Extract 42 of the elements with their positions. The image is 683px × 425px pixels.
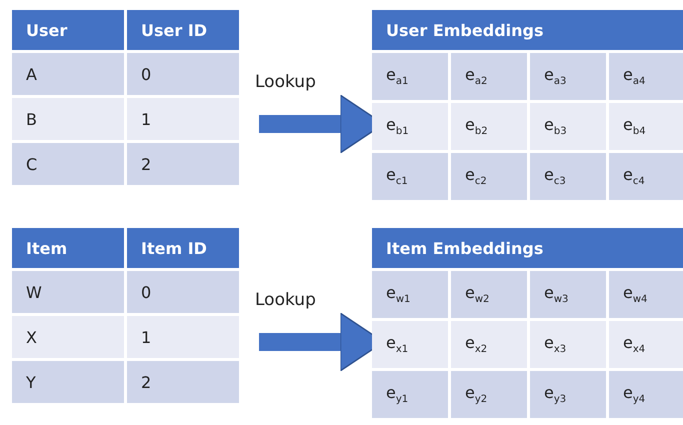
header-cell: User ID [127,10,239,50]
table-cell: B [12,98,124,140]
table-cell: e$_{x2}$ [451,321,527,368]
table-cell: e$_{b2}$ [451,103,527,150]
table-cell: e$_{c1}$ [372,153,448,200]
table-cell: e$_{x4}$ [609,321,683,368]
table-cell: 0 [127,53,239,95]
table-cell: e$_{b3}$ [530,103,606,150]
table-cell: e$_{b1}$ [372,103,448,150]
table-cell: 2 [127,361,239,403]
table-cell: e$_{x3}$ [530,321,606,368]
table-cell: e$_{y3}$ [530,371,606,418]
table-cell: e$_{c3}$ [530,153,606,200]
table-cell: e$_{y2}$ [451,371,527,418]
table-cell: e$_{y1}$ [372,371,448,418]
table-cell: X [12,316,124,358]
header-cell: Item [12,228,124,268]
table-cell: e$_{a2}$ [451,53,527,100]
table-cell: e$_{a1}$ [372,53,448,100]
header-cell: Item ID [127,228,239,268]
header-cell: User Embeddings [372,10,683,50]
table-cell: 1 [127,98,239,140]
table-cell: e$_{a4}$ [609,53,683,100]
table-cell: e$_{w4}$ [609,271,683,318]
table-cell: e$_{y4}$ [609,371,683,418]
table-cell: e$_{a3}$ [530,53,606,100]
table-cell: 1 [127,316,239,358]
header-cell: User [12,10,124,50]
table-cell: W [12,271,124,313]
table-cell: e$_{w1}$ [372,271,448,318]
header-cell: Item Embeddings [372,228,683,268]
table-cell: 0 [127,271,239,313]
table-cell: e$_{w3}$ [530,271,606,318]
table-cell: A [12,53,124,95]
table-cell: e$_{b4}$ [609,103,683,150]
table-cell: e$_{w2}$ [451,271,527,318]
table-cell: 2 [127,143,239,185]
table-cell: e$_{c4}$ [609,153,683,200]
table-cell: Y [12,361,124,403]
table-cell: e$_{c2}$ [451,153,527,200]
table-cell: C [12,143,124,185]
table-cell: e$_{x1}$ [372,321,448,368]
